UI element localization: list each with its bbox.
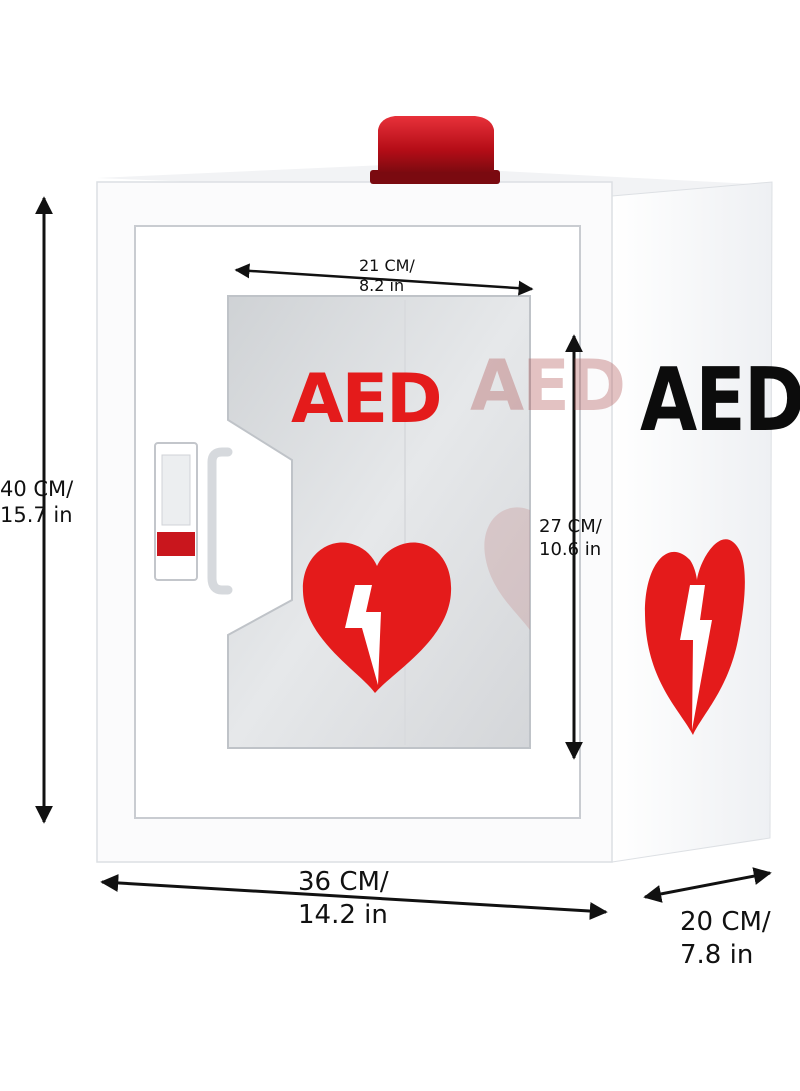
glass-window (227, 295, 531, 749)
height-imperial: 15.7 in (0, 503, 73, 528)
heart-lightning-icon (302, 542, 452, 693)
height-metric: 40 CM/ (0, 477, 74, 501)
inner-width-metric: 21 CM/ (359, 256, 415, 275)
width-metric: 36 CM/ (298, 867, 389, 897)
depth-imperial: 7.8 in (680, 939, 754, 970)
depth-arrow (643, 867, 772, 903)
reflection-sign: AED (470, 345, 626, 427)
inner-height-label: 27 CM/ 10.6 in (539, 516, 602, 561)
reflection-heart (484, 507, 530, 630)
inner-width-arrow (234, 263, 534, 296)
inner-height-metric: 27 CM/ (539, 516, 602, 537)
inner-height-imperial: 10.6 in (539, 538, 602, 560)
depth-label: 20 CM/ 7.8 in (680, 906, 771, 971)
beacon-base (370, 170, 500, 184)
height-label: 40 CM/ 15.7 in (0, 476, 73, 529)
depth-metric: 20 CM/ (680, 907, 771, 937)
side-aed-sign: AED (640, 350, 800, 452)
width-arrow (100, 873, 608, 921)
inner-width-imperial: 8.2 in (359, 276, 405, 295)
side-heart-lightning-icon (644, 539, 745, 735)
inner-width-label: 21 CM/ 8.2 in (359, 256, 415, 296)
front-aed-sign: AED (291, 360, 443, 439)
door-handle (207, 447, 233, 595)
cabinet-side (611, 181, 773, 863)
width-label: 36 CM/ 14.2 in (298, 866, 389, 931)
width-imperial: 14.2 in (298, 899, 388, 930)
beacon-light-icon (378, 116, 494, 172)
lock-release-tab (157, 532, 195, 556)
